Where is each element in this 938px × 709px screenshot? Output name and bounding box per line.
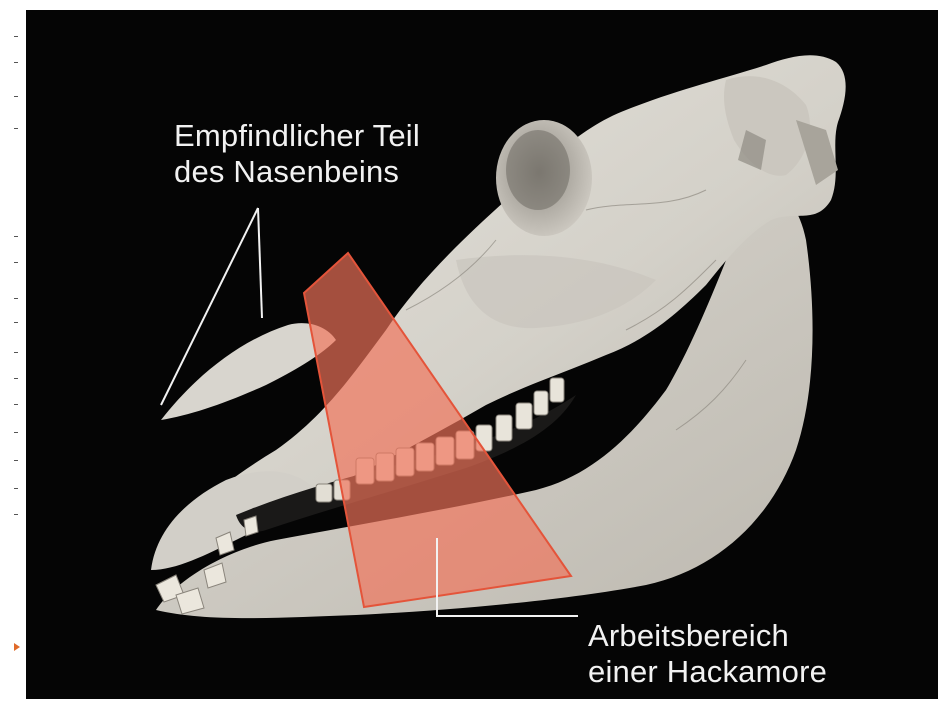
label-nasal-bone-line1: Empfindlicher Teil [174,118,420,154]
margin-mark [14,514,18,515]
margin-mark [14,36,18,37]
margin-arrow-icon [14,643,20,651]
margin-mark [14,488,18,489]
margin-mark [14,128,18,129]
nasal-bone-shape [161,323,336,420]
margin-mark [14,96,18,97]
label-hackamore: Arbeitsbereich einer Hackamore [588,618,827,690]
margin-mark [14,404,18,405]
margin-mark [14,352,18,353]
label-hackamore-line2: einer Hackamore [588,654,827,690]
margin-mark [14,62,18,63]
label-hackamore-line1: Arbeitsbereich [588,618,827,654]
page-margin [0,0,26,709]
margin-mark [14,322,18,323]
margin-mark [14,298,18,299]
leader-line-nasal [258,208,262,318]
skull-photo: Empfindlicher Teil des Nasenbeins Arbeit… [26,10,938,699]
margin-mark [14,378,18,379]
margin-mark [14,236,18,237]
margin-mark [14,432,18,433]
label-nasal-bone-line2: des Nasenbeins [174,154,420,190]
label-nasal-bone: Empfindlicher Teil des Nasenbeins [174,118,420,190]
skull-illustration [26,10,938,699]
margin-mark [14,262,18,263]
margin-mark [14,460,18,461]
